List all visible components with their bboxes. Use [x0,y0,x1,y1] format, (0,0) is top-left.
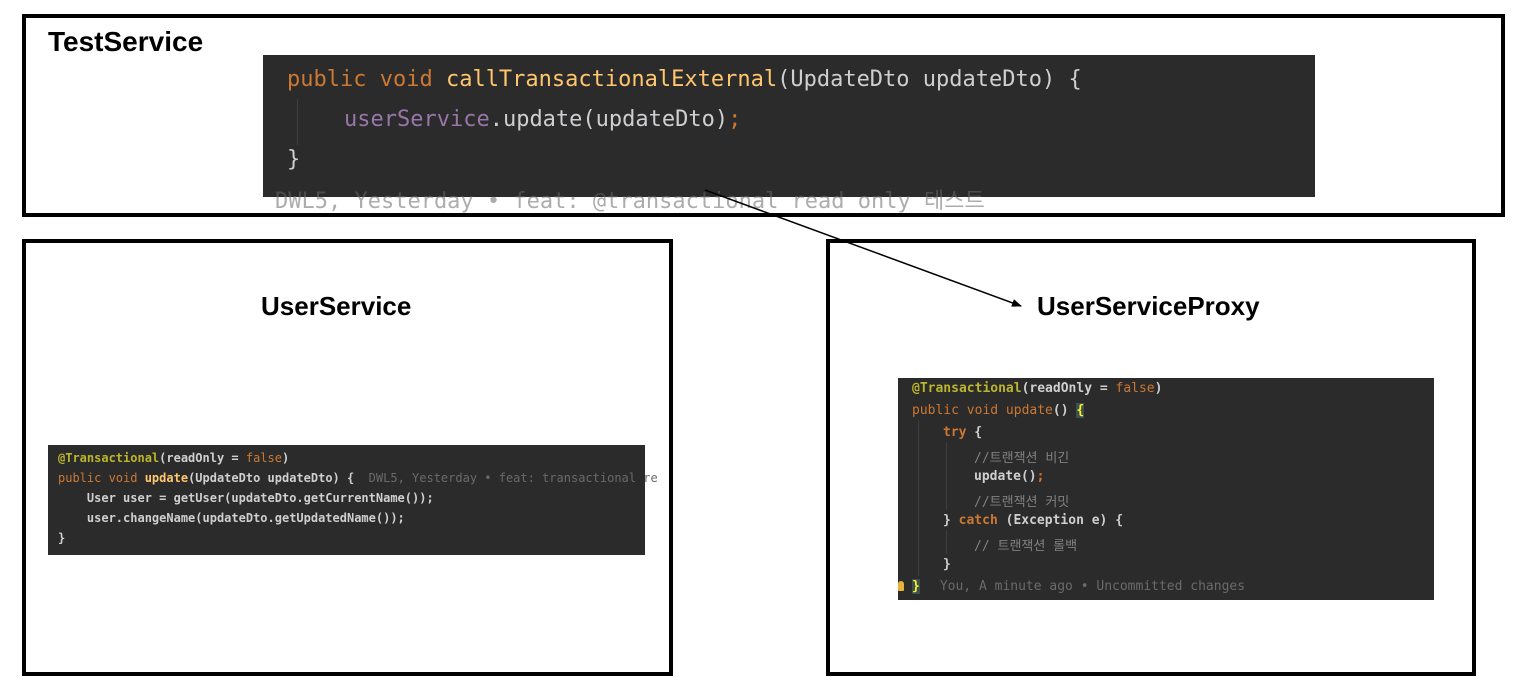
proxy-code: @Transactional(readOnly = false) public … [898,378,1434,600]
semicolon: ; [728,107,742,132]
closing-brace: } [943,513,959,528]
keyword: public void [58,471,145,485]
annotation-args: (readOnly = [159,451,246,465]
git-blame-annotation: DWL5, Yesterday • feat: @transactional r… [275,189,985,214]
code-line: @Transactional(readOnly = false) [58,451,289,465]
catch-params: (Exception e) { [997,513,1124,528]
code-line: userService.update(updateDto); [344,107,741,132]
code-line: } [943,557,951,572]
method-name: update [144,471,189,485]
method-params: (UpdateDto updateDto) { [777,67,1082,92]
keyword: public void [912,403,1006,418]
code-line: user.changeName(updateDto.getUpdatedName… [58,511,405,525]
test-service-code: public void callTransactionalExternal(Up… [263,55,1315,214]
annotation: @Transactional [912,381,1022,396]
code-line: } [58,531,65,545]
annotation: @Transactional [58,451,160,465]
code-comment: // 트랜잭션 롤백 [974,539,1078,554]
code-line: @Transactional(readOnly = false) [912,381,1162,396]
method-name: callTransactionalExternal [445,67,778,92]
method-params: (UpdateDto updateDto) { [188,471,355,485]
keyword: catch [958,513,998,528]
annotation-args: (readOnly = [1021,381,1116,396]
code-line: } You, A minute ago • Uncommitted changes [912,579,1245,594]
code-comment: //트랜잭션 커밋 [974,495,1070,510]
method-call: update() [974,469,1037,484]
user-service-title: UserService [261,291,412,321]
method-params: () [1052,403,1077,418]
indent-guide [297,99,298,145]
statement: user.changeName(updateDto.getUpdatedName… [58,511,405,525]
test-service-box: TestService public void callTransactiona… [22,14,1505,217]
closing-brace: } [943,557,951,572]
user-service-code: @Transactional(readOnly = false) public … [48,445,658,555]
keyword: false [1115,381,1155,396]
code-line: User user = getUser(updateDto.getCurrent… [58,491,434,505]
git-blame-annotation: You, A minute ago • Uncommitted changes [939,579,1246,594]
method-name: update [1005,403,1053,418]
code-line: public void update(UpdateDto updateDto) … [58,471,658,485]
keyword: public void [287,67,446,92]
git-blame-annotation: DWL5, Yesterday • feat: transactional re [354,471,658,485]
lightbulb-icon[interactable] [898,581,904,591]
code-line: public void update() { [912,403,1085,418]
user-service-proxy-box: UserServiceProxy @Transactional(readOnly… [826,239,1476,676]
method-call: .update(updateDto) [489,107,729,132]
code-line: update(); [974,469,1044,484]
indent-guide [946,530,947,554]
matched-brace: } [912,579,920,594]
indent-guide [946,442,947,510]
matched-brace: { [1076,403,1085,418]
code-line: try { [943,425,982,440]
test-service-title: TestService [48,26,204,57]
field-name: userService [344,107,490,132]
code-line: public void callTransactionalExternal(Up… [287,67,1082,92]
keyword: try [943,425,967,440]
closing-brace: } [287,147,301,172]
indent-guide [918,420,919,576]
code-comment: //트랜잭션 비긴 [974,451,1070,466]
code-line: } catch (Exception e) { [943,513,1123,528]
annotation-close: ) [281,451,290,465]
semicolon: ; [1036,469,1045,484]
keyword: false [245,451,282,465]
annotation-close: ) [1154,381,1163,396]
statement: User user = getUser(updateDto.getCurrent… [58,491,434,505]
user-service-box: UserService @Transactional(readOnly = fa… [22,239,673,676]
closing-brace: } [58,531,66,545]
code-line: } [287,147,300,172]
user-service-proxy-title: UserServiceProxy [1037,291,1260,321]
try-brace: { [966,425,983,440]
